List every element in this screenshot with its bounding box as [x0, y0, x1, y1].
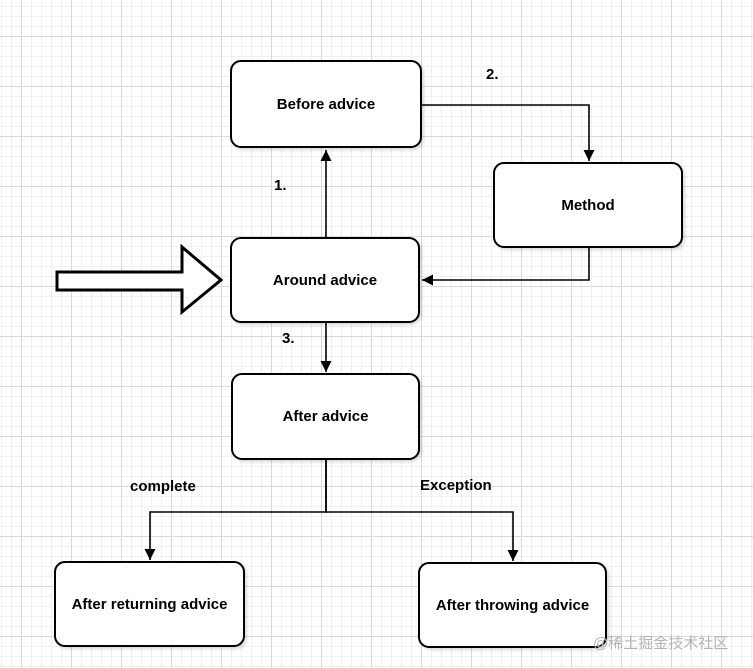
edge-label-exception: Exception — [420, 477, 492, 494]
edge-label-step-3: 3. — [282, 330, 295, 347]
edge-label-step-1: 1. — [274, 177, 287, 194]
edge-after-to-throwing — [325, 460, 519, 561]
node-method: Method — [493, 162, 683, 248]
edge-before-to-method — [422, 104, 595, 161]
edge-label-complete: complete — [130, 478, 196, 495]
flow-entry-arrow-shape — [55, 243, 224, 316]
node-around-advice-label: Around advice — [272, 271, 378, 289]
node-before-advice-label: Before advice — [276, 95, 376, 113]
node-after-throwing-advice-label: After throwing advice — [435, 596, 590, 614]
node-after-throwing-advice: After throwing advice — [418, 562, 607, 648]
watermark-text: @稀土掘金技术社区 — [593, 635, 729, 652]
node-method-label: Method — [561, 196, 615, 214]
edge-label-step-2: 2. — [486, 66, 499, 83]
node-after-advice: After advice — [231, 373, 420, 460]
edge-after-to-returning — [144, 460, 327, 560]
edge-method-to-around — [422, 248, 590, 286]
node-around-advice: Around advice — [230, 237, 420, 323]
node-after-returning-advice-label: After returning advice — [71, 595, 228, 613]
node-before-advice: Before advice — [230, 60, 422, 148]
node-after-advice-label: After advice — [282, 408, 369, 425]
node-after-returning-advice: After returning advice — [54, 561, 245, 647]
